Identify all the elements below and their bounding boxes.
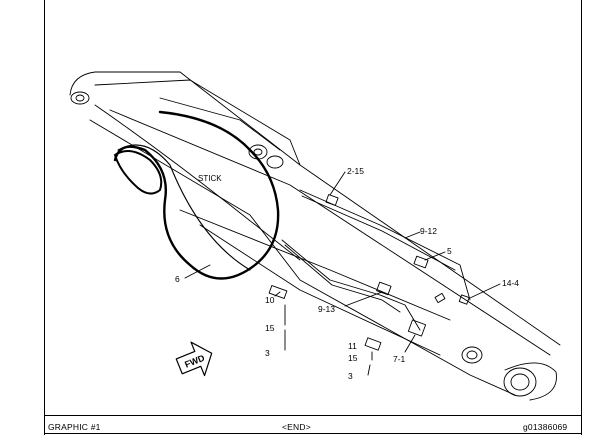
pin-boss-lower-1-inner bbox=[466, 350, 478, 360]
leader-2-15 bbox=[329, 171, 346, 196]
pin-boss-lower-2 bbox=[503, 367, 537, 397]
stick-top-rail bbox=[94, 79, 301, 166]
pin-boss-lower-2-inner bbox=[510, 373, 530, 391]
bolt-3-right bbox=[367, 364, 371, 376]
leader-9-13 bbox=[344, 291, 383, 307]
stick-end-cap bbox=[504, 362, 557, 401]
leader-7-1 bbox=[404, 334, 416, 353]
callout-6: 6 bbox=[175, 274, 180, 284]
part-label-stick: STICK bbox=[198, 174, 222, 183]
stick-mid-line bbox=[179, 209, 451, 321]
callout-11: 11 bbox=[348, 341, 357, 351]
clip-5 bbox=[413, 255, 429, 269]
callout-3-right: 3 bbox=[348, 371, 353, 381]
stick-side-line bbox=[94, 104, 301, 261]
clip-2-15 bbox=[325, 194, 339, 206]
stick-access-plate bbox=[434, 292, 446, 304]
fwd-arrow bbox=[175, 341, 213, 377]
bracket-11 bbox=[364, 337, 382, 351]
footer-rule-bottom bbox=[44, 433, 582, 434]
tube-9-13 bbox=[281, 239, 421, 331]
callout-9-13: 9-13 bbox=[318, 304, 335, 314]
footer-graphic-id: g01386069 bbox=[523, 422, 568, 432]
bracket-7-1 bbox=[407, 319, 427, 337]
callout-7-1: 7-1 bbox=[393, 354, 406, 364]
footer-rule-top bbox=[44, 415, 582, 416]
footer-graphic-label: GRAPHIC #1 bbox=[48, 422, 101, 432]
leader-14-4 bbox=[469, 283, 501, 299]
stick-inner-line bbox=[109, 109, 551, 356]
leader-10 bbox=[274, 291, 281, 297]
clip-14-4 bbox=[458, 294, 470, 305]
pin-boss-upper-left-inner bbox=[75, 94, 85, 102]
leader-6 bbox=[184, 264, 211, 279]
leader-5 bbox=[424, 251, 446, 261]
callout-15-left: 15 bbox=[265, 323, 275, 333]
document-frame bbox=[44, 0, 582, 435]
hose-6 bbox=[113, 110, 280, 280]
stick-outline-top bbox=[69, 71, 561, 346]
stick-outline-bottom bbox=[89, 119, 516, 396]
callout-15-right: 15 bbox=[348, 353, 358, 363]
leader-9-12 bbox=[404, 231, 421, 239]
callout-5: 5 bbox=[447, 246, 452, 256]
stick-lower-line bbox=[199, 224, 441, 356]
tube-9-12-b bbox=[301, 195, 456, 271]
callout-3-left: 3 bbox=[265, 348, 270, 358]
footer-end-marker: <END> bbox=[282, 422, 311, 432]
pin-boss-upper-left bbox=[70, 91, 90, 105]
tube-9-12 bbox=[299, 189, 471, 301]
pin-boss-mid-1-inner bbox=[253, 148, 263, 156]
pin-boss-mid-2 bbox=[266, 155, 284, 169]
hose-6-outer bbox=[117, 144, 251, 271]
callout-2-15: 2-15 bbox=[347, 166, 364, 176]
pin-boss-lower-1 bbox=[461, 346, 483, 364]
callout-10: 10 bbox=[265, 295, 275, 305]
callout-14-4: 14-4 bbox=[502, 278, 519, 288]
bracket-10 bbox=[268, 285, 288, 299]
stick-top-rail-2 bbox=[159, 97, 281, 151]
tube-9-13-b bbox=[284, 244, 401, 313]
clip-9-13 bbox=[376, 281, 392, 296]
hose-coupler bbox=[114, 150, 163, 195]
callout-9-12: 9-12 bbox=[420, 226, 437, 236]
